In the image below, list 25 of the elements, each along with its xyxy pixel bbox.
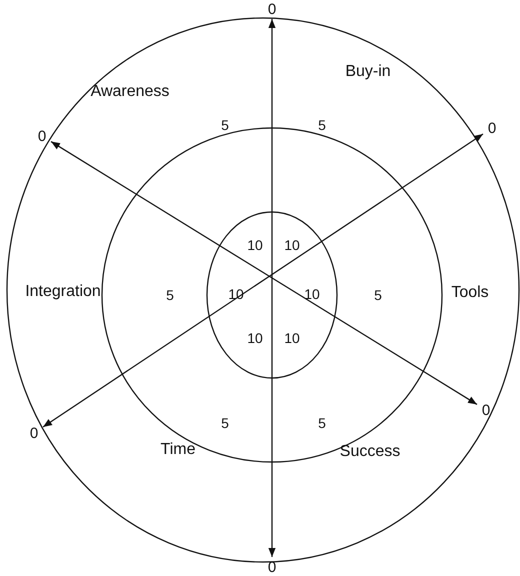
scale-value: 0 — [265, 1, 279, 17]
scale-value: 0 — [35, 128, 49, 144]
score-label: 5 — [318, 415, 326, 431]
score-label: 10 — [228, 286, 244, 302]
segment-label: Tools — [451, 285, 489, 301]
scale-value: 0 — [265, 559, 279, 575]
scale-value: 0 — [27, 425, 41, 441]
score-label: 5 — [318, 117, 326, 133]
score-label: 10 — [284, 330, 300, 346]
score-label: 10 — [304, 286, 320, 302]
scale-value: 0 — [485, 120, 499, 136]
segment-label: Awareness — [90, 84, 170, 100]
score-label: 10 — [247, 237, 263, 253]
score-label: 5 — [374, 287, 382, 303]
score-label: 10 — [284, 237, 300, 253]
scale-value: 0 — [479, 402, 493, 418]
score-label: 5 — [221, 415, 229, 431]
score-label: 10 — [247, 330, 263, 346]
segment-label: Buy-in — [345, 64, 391, 80]
segment-label: Integration — [25, 284, 101, 300]
segment-label: Time — [160, 442, 196, 458]
score-label: 5 — [221, 117, 229, 133]
segment-label: Success — [340, 444, 400, 460]
double-arrow — [268, 19, 276, 557]
score-label: 5 — [166, 287, 174, 303]
